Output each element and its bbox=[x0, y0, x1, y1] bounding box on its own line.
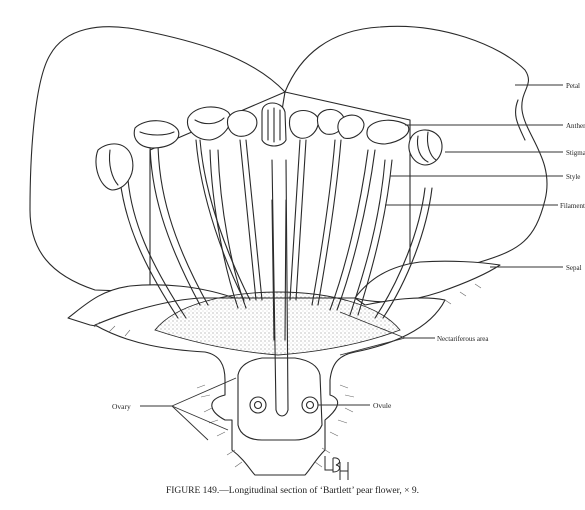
label-stigma: Stigma bbox=[566, 149, 585, 157]
label-style: Style bbox=[566, 173, 580, 181]
label-anther: Anther bbox=[566, 122, 585, 130]
ovule-left bbox=[250, 397, 266, 413]
ovule-right bbox=[302, 397, 318, 413]
label-ovule: Ovule bbox=[373, 401, 392, 410]
figure-caption: FIGURE 149.—Longitudinal section of ‘Bar… bbox=[0, 486, 585, 496]
label-nectariferous: Nectariferous area bbox=[437, 335, 489, 343]
petal-left bbox=[30, 27, 285, 292]
label-petal: Petal bbox=[566, 82, 580, 90]
label-filament: Filament bbox=[560, 202, 585, 210]
label-sepal: Sepal bbox=[566, 264, 582, 272]
artist-signature bbox=[325, 456, 348, 480]
sepal-right bbox=[355, 261, 500, 302]
label-ovary: Ovary bbox=[112, 402, 131, 411]
